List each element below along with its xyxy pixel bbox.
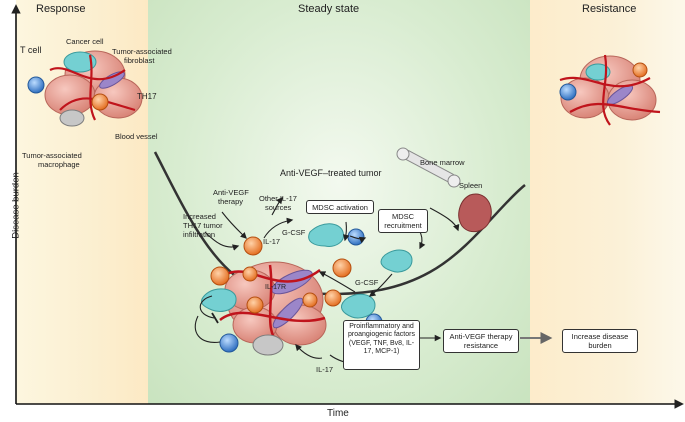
mdsc-activation-box: MDSC activation — [306, 200, 374, 214]
anti-vegf-label-2: therapy — [218, 197, 244, 206]
therapy-resistance-box: Anti-VEGF therapy resistance — [443, 329, 519, 353]
th17-label: TH17 — [137, 92, 157, 101]
il17-top-label: IL-17 — [263, 237, 281, 246]
il17r-label: IL-17R — [265, 284, 287, 291]
spleen-icon — [458, 193, 492, 233]
increased-label-3: infiltration — [183, 230, 216, 239]
y-axis-label: Disease burden — [10, 172, 22, 239]
increased-label-2: TH17 tumor — [183, 221, 223, 230]
resistance-header: Resistance — [582, 3, 637, 15]
other-il17-label-1: Other IL-17 — [259, 194, 297, 203]
gcsf-top-label: G-CSF — [282, 228, 306, 237]
t-cell-label: T cell — [20, 45, 42, 55]
t-cell-icon — [27, 76, 45, 94]
bone-marrow-label: Bone marrow — [420, 158, 465, 167]
cancer-cell-label: Cancer cell — [66, 37, 104, 46]
steady-state-header: Steady state — [298, 3, 360, 15]
anti-vegf-label-1: Anti-VEGF — [213, 188, 249, 197]
gcsf-mid-label: G-CSF — [355, 278, 379, 287]
axes — [11, 4, 684, 409]
il17-bottom-label: IL-17 — [316, 365, 334, 374]
mdsc-recruitment-box: MDSC recruitment — [378, 209, 428, 233]
bone-marrow-icon — [396, 147, 461, 188]
blood-vessel-label: Blood vessel — [115, 132, 158, 141]
increased-label-1: Increased — [183, 212, 216, 221]
increase-burden-box: Increase disease burden — [562, 329, 638, 353]
taf-label-2: fibroblast — [124, 56, 155, 65]
taf-label-1: Tumor-associated — [112, 47, 172, 56]
tumor-title: Anti-VEGF–treated tumor — [280, 168, 382, 178]
tam-label-2: macrophage — [38, 160, 80, 169]
response-header: Response — [36, 3, 86, 15]
resistance-tumor-cluster — [559, 54, 661, 126]
x-axis-label: Time — [327, 408, 349, 419]
proinflammatory-box: Proinflammatory and proangiogenic factor… — [343, 320, 420, 370]
tam-label-1: Tumor-associated — [22, 151, 82, 160]
response-tumor-cluster — [27, 50, 143, 127]
other-il17-label-2: sources — [265, 203, 292, 212]
spleen-label: Spleen — [459, 181, 483, 190]
